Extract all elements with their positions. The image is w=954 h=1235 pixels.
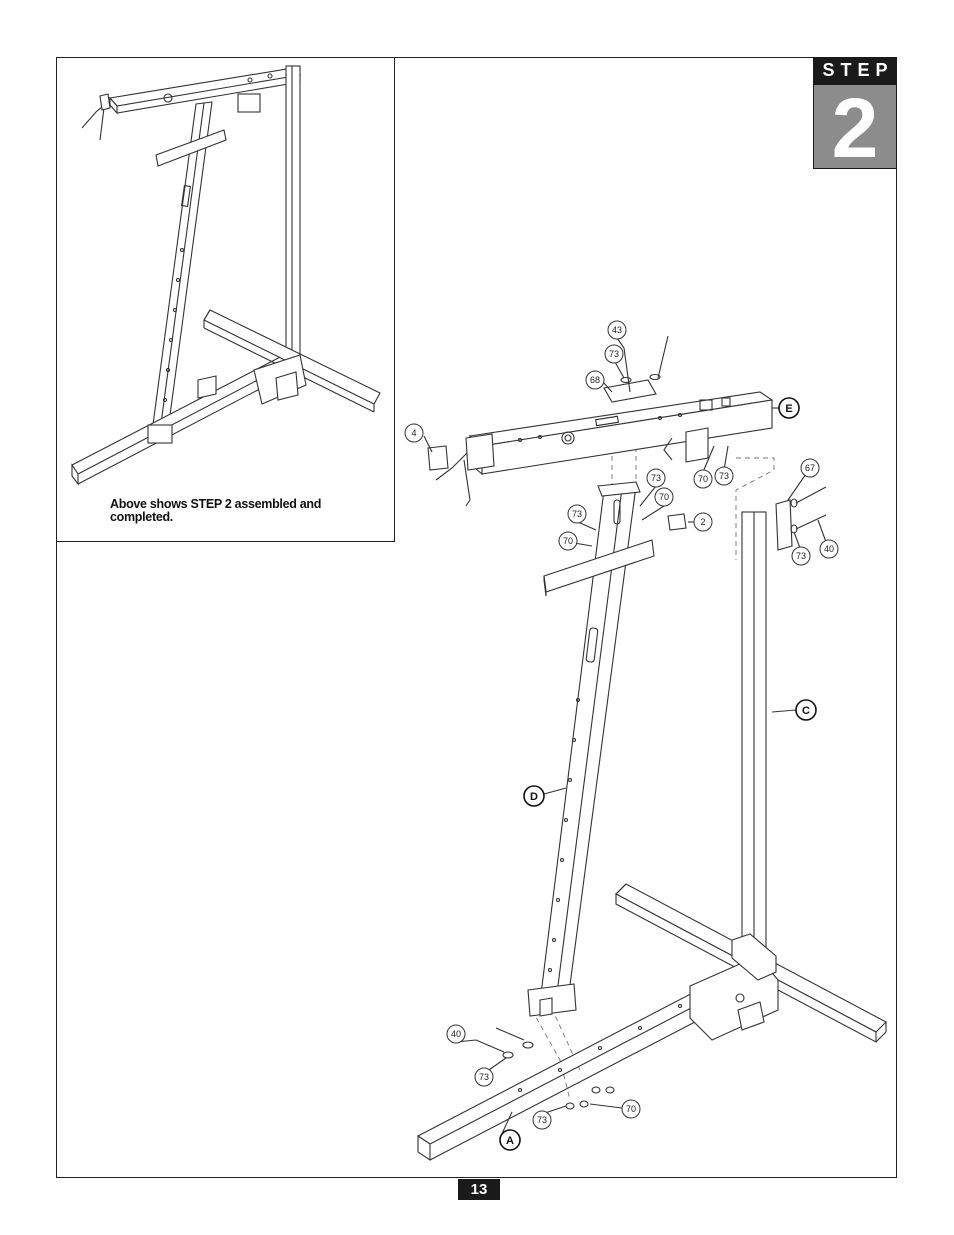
- svg-text:40: 40: [451, 1029, 461, 1039]
- assembled-caption: Above shows STEP 2 assembled and complet…: [110, 497, 322, 524]
- callout-73-e: 73: [791, 546, 811, 566]
- svg-text:D: D: [530, 791, 538, 803]
- svg-text:2: 2: [700, 517, 705, 527]
- callout-4: 4: [404, 423, 424, 443]
- callout-73-f: 73: [474, 1067, 494, 1087]
- callout-43: 43: [607, 320, 627, 340]
- callout-40-b: 40: [446, 1024, 466, 1044]
- svg-text:70: 70: [659, 492, 669, 502]
- svg-text:67: 67: [805, 463, 815, 473]
- callout-67: 67: [800, 458, 820, 478]
- svg-text:70: 70: [626, 1104, 636, 1114]
- callout-73-b: 73: [714, 466, 734, 486]
- callout-2: 2: [693, 512, 713, 532]
- callout-70-b: 70: [654, 487, 674, 507]
- callout-70-c: 70: [558, 531, 578, 551]
- callout-73-g: 73: [532, 1110, 552, 1130]
- callout-70-d: 70: [621, 1099, 641, 1119]
- callout-73-c: 73: [646, 468, 666, 488]
- svg-text:73: 73: [479, 1072, 489, 1082]
- svg-text:73: 73: [719, 471, 729, 481]
- callout-73-d: 73: [567, 504, 587, 524]
- svg-text:4: 4: [411, 428, 416, 438]
- svg-text:43: 43: [612, 325, 622, 335]
- svg-text:C: C: [802, 705, 810, 717]
- svg-text:73: 73: [537, 1115, 547, 1125]
- svg-text:E: E: [785, 403, 792, 415]
- svg-text:70: 70: [698, 474, 708, 484]
- svg-text:A: A: [506, 1135, 514, 1147]
- svg-text:73: 73: [796, 551, 806, 561]
- step-number: 2: [813, 84, 897, 171]
- part-label-c: C: [795, 699, 817, 721]
- svg-text:70: 70: [563, 536, 573, 546]
- step-badge: STEP 2: [813, 57, 897, 171]
- svg-text:73: 73: [651, 473, 661, 483]
- callout-40-a: 40: [819, 539, 839, 559]
- page-frame: [56, 57, 897, 1178]
- svg-text:73: 73: [609, 349, 619, 359]
- page-number: 13: [458, 1179, 500, 1200]
- callout-73-a: 73: [604, 344, 624, 364]
- svg-text:68: 68: [590, 375, 600, 385]
- svg-text:73: 73: [572, 509, 582, 519]
- svg-text:40: 40: [824, 544, 834, 554]
- part-label-e: E: [778, 397, 800, 419]
- step-word: STEP: [813, 57, 897, 84]
- callout-68: 68: [585, 370, 605, 390]
- callout-70-a: 70: [693, 469, 713, 489]
- part-label-a: A: [499, 1129, 521, 1151]
- part-label-d: D: [523, 785, 545, 807]
